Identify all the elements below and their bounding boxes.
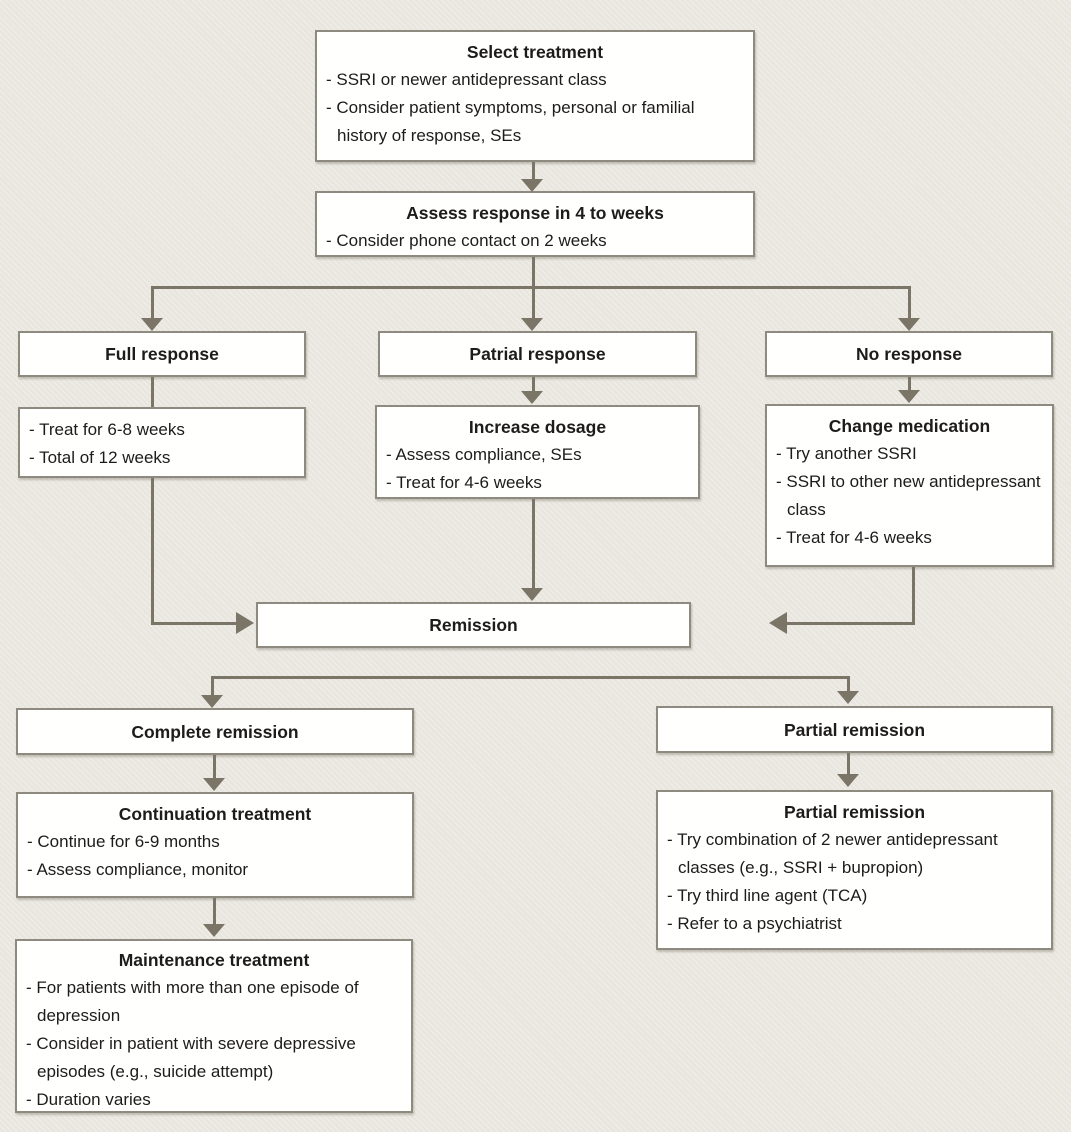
arrowhead-down-icon [201, 695, 223, 708]
box-bullet: - Treat for 4-6 weeks [386, 473, 542, 492]
box-partial-remission-plan: Partial remission - Try combination of 2… [656, 790, 1053, 950]
box-full-response: Full response [18, 331, 306, 377]
connector-change-to-remission-vertical [912, 567, 915, 625]
box-title: Maintenance treatment [118, 950, 310, 970]
box-title: Change medication [828, 416, 991, 436]
box-no-response: No response [765, 331, 1053, 377]
connector-fullplan-to-remission-horizontal [151, 622, 236, 625]
box-partial-response: Patrial response [378, 331, 697, 377]
box-maintenance-treatment: Maintenance treatment - For patients wit… [15, 939, 413, 1113]
box-bullet: - SSRI or newer antidepressant class [326, 70, 607, 89]
connector-partialheader-to-plan-line [847, 753, 850, 775]
box-title: Patrial response [469, 344, 606, 364]
box-title: Increase dosage [468, 417, 607, 437]
arrowhead-down-icon [203, 924, 225, 937]
box-bullet: - Try third line agent (TCA) [667, 886, 868, 905]
box-bullet: - Try combination of 2 newer antidepress… [667, 830, 998, 877]
connector-partial-to-increase-line [532, 377, 535, 393]
connector-branch-horizontal [151, 286, 911, 289]
arrowhead-down-icon [521, 391, 543, 404]
box-title: Remission [429, 615, 518, 635]
arrowhead-down-icon [898, 390, 920, 403]
arrowhead-right-icon [236, 612, 254, 634]
box-remission: Remission [256, 602, 691, 648]
arrowhead-down-icon [837, 691, 859, 704]
box-bullet: - Refer to a psychiatrist [667, 914, 842, 933]
box-title: Continuation treatment [118, 804, 312, 824]
box-bullet: - Continue for 6-9 months [27, 832, 220, 851]
box-title: Full response [105, 344, 219, 364]
connector-fullplan-to-remission-vertical [151, 478, 154, 625]
box-title: Complete remission [131, 721, 299, 742]
box-full-response-plan: - Treat for 6-8 weeks - Total of 12 week… [18, 407, 306, 478]
box-assess-response: Assess response in 4 to weeks - Consider… [315, 191, 755, 257]
box-bullet: - Assess compliance, monitor [27, 860, 249, 879]
box-bullet: - Consider patient symptoms, personal or… [326, 98, 695, 145]
connector-full-to-plan-line [151, 377, 154, 407]
box-bullet: - Treat for 6-8 weeks [29, 420, 185, 439]
box-bullet: - Duration varies [26, 1090, 151, 1109]
connector-remission-split-left-drop [211, 676, 214, 697]
arrowhead-down-icon [521, 588, 543, 601]
connector-increase-to-remission-line [532, 499, 535, 589]
arrowhead-down-icon [203, 778, 225, 791]
box-change-medication: Change medication - Try another SSRI - S… [765, 404, 1054, 567]
box-increase-dosage: Increase dosage - Assess compliance, SEs… [375, 405, 700, 499]
connector-complete-to-continuation-line [213, 755, 216, 779]
arrowhead-down-icon [837, 774, 859, 787]
connector-continuation-to-maintenance-line [213, 898, 216, 925]
box-partial-remission-header: Partial remission [656, 706, 1053, 753]
arrowhead-down-icon [521, 179, 543, 192]
connector-remission-split-horizontal [211, 676, 850, 679]
box-bullet: - Total of 12 weeks [29, 448, 171, 467]
connector-change-to-remission-horizontal [787, 622, 915, 625]
box-bullet: - For patients with more than one episod… [26, 978, 359, 1025]
connector-branch-right-drop [908, 286, 911, 319]
box-bullet: - Consider phone contact on 2 weeks [326, 231, 607, 250]
connector-select-to-assess-line [532, 162, 535, 181]
box-title: Select treatment [466, 42, 604, 62]
box-complete-remission: Complete remission [16, 708, 414, 755]
box-title: Assess response in 4 to weeks [406, 203, 664, 223]
box-select-treatment: Select treatment - SSRI or newer antidep… [315, 30, 755, 162]
connector-no-to-change-line [908, 377, 911, 392]
arrowhead-left-icon [769, 612, 787, 634]
arrowhead-down-icon [141, 318, 163, 331]
box-bullet: - Consider in patient with severe depres… [26, 1034, 356, 1081]
box-bullet: - Try another SSRI [776, 444, 917, 463]
arrowhead-down-icon [521, 318, 543, 331]
box-bullet: - Assess compliance, SEs [386, 445, 582, 464]
box-title: No response [856, 344, 962, 364]
box-bullet: - SSRI to other new antidepressant class [776, 472, 1041, 519]
box-bullet: - Treat for 4-6 weeks [776, 528, 932, 547]
arrowhead-down-icon [898, 318, 920, 331]
box-continuation-treatment: Continuation treatment - Continue for 6-… [16, 792, 414, 898]
connector-branch-left-drop [151, 286, 154, 319]
box-title: Partial remission [783, 802, 926, 822]
box-title: Partial remission [783, 719, 926, 740]
connector-remission-split-right-drop [847, 676, 850, 693]
